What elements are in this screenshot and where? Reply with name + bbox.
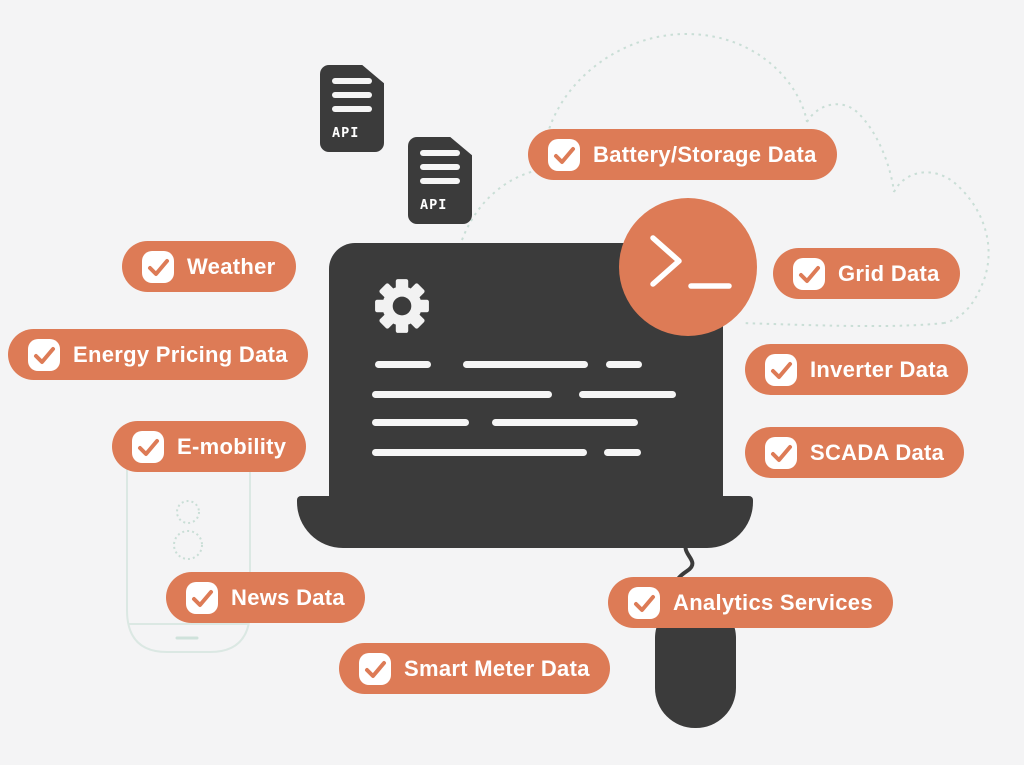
pill-scada-data: SCADA Data (745, 427, 965, 478)
pill-label: Analytics Services (673, 589, 873, 615)
check-icon (628, 586, 660, 619)
pill-news-data: News Data (166, 572, 365, 623)
pill-label: Energy Pricing Data (73, 341, 288, 367)
pill-label: Weather (187, 253, 276, 279)
check-icon (186, 581, 218, 614)
screen-text-line (492, 419, 638, 426)
pill-label: E-mobility (177, 433, 287, 459)
pill-label: News Data (231, 584, 345, 610)
pill-analytics-services: Analytics Services (608, 577, 893, 628)
check-icon (132, 430, 164, 463)
screen-text-line (463, 361, 588, 368)
api-document-icon: API (320, 65, 384, 152)
check-icon (548, 138, 580, 171)
terminal-prompt-icon (619, 198, 757, 336)
gear-icon (375, 279, 429, 333)
screen-text-line (579, 391, 676, 398)
document-line (420, 164, 460, 170)
phone-dot-small (176, 500, 200, 524)
pill-label: Inverter Data (810, 356, 949, 382)
document-line (332, 78, 372, 84)
document-line (420, 178, 460, 184)
pill-label: Smart Meter Data (404, 655, 590, 681)
screen-text-line (372, 391, 552, 398)
api-document-icon: API (408, 137, 472, 224)
screen-text-line (604, 449, 641, 456)
api-label: API (332, 125, 360, 141)
screen-text-line (372, 419, 469, 426)
check-icon (142, 250, 174, 283)
pill-smart-meter-data: Smart Meter Data (339, 643, 610, 694)
check-icon (765, 353, 797, 386)
screen-text-line (372, 449, 587, 456)
check-icon (359, 652, 391, 685)
pill-inverter-data: Inverter Data (745, 344, 969, 395)
screen-text-line (606, 361, 642, 368)
pill-label: Battery/Storage Data (593, 141, 817, 167)
pill-e-mobility: E-mobility (112, 421, 307, 472)
laptop-base (297, 496, 753, 548)
phone-dot-large (173, 530, 203, 560)
cloud-outline-icon (461, 32, 990, 328)
pill-label: SCADA Data (810, 439, 945, 465)
pill-battery-storage-data: Battery/Storage Data (528, 129, 837, 180)
screen-text-line (375, 361, 431, 368)
pill-grid-data: Grid Data (773, 248, 960, 299)
document-line (332, 106, 372, 112)
api-label: API (420, 197, 448, 213)
document-line (332, 92, 372, 98)
check-icon (765, 436, 797, 469)
terminal-glyph (650, 235, 732, 289)
pill-weather: Weather (122, 241, 296, 292)
document-line (420, 150, 460, 156)
pill-label: Grid Data (838, 260, 940, 286)
pill-energy-pricing-data: Energy Pricing Data (8, 329, 308, 380)
check-icon (28, 338, 60, 371)
check-icon (793, 257, 825, 290)
